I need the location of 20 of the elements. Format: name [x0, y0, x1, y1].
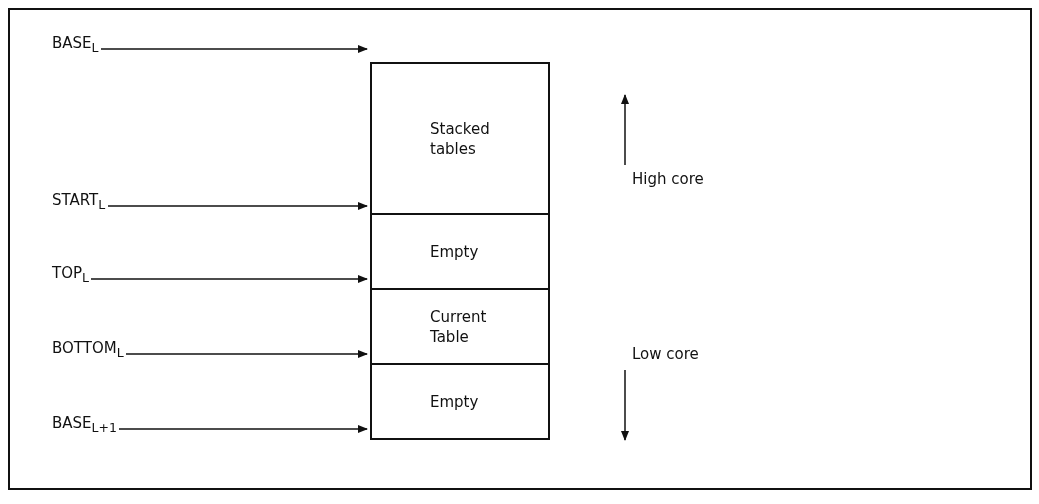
arrow — [125, 350, 368, 358]
block-label: Stacked tables — [430, 118, 491, 159]
direction-label: Low core — [632, 345, 699, 363]
block-label: Empty — [430, 391, 480, 412]
pointer-label: TOP$_{L}$ — [52, 264, 89, 285]
block-label: Empty — [430, 241, 480, 262]
arrow — [118, 425, 368, 433]
arrow — [107, 202, 368, 210]
arrow — [90, 275, 368, 283]
memory-block — [370, 288, 550, 365]
pointer-label: BASE$_{L}$ — [52, 34, 99, 55]
pointer-label: BASE$_{L+1}$ — [52, 414, 117, 435]
direction-label: High core — [632, 170, 704, 188]
block-label: Current Table — [430, 306, 488, 347]
pointer-label: START$_{L}$ — [52, 191, 106, 212]
memory-block — [370, 62, 550, 215]
memory-block — [370, 363, 550, 440]
arrow — [100, 45, 368, 53]
pointer-label: BOTTOM$_{L}$ — [52, 339, 124, 360]
memory-block — [370, 213, 550, 290]
